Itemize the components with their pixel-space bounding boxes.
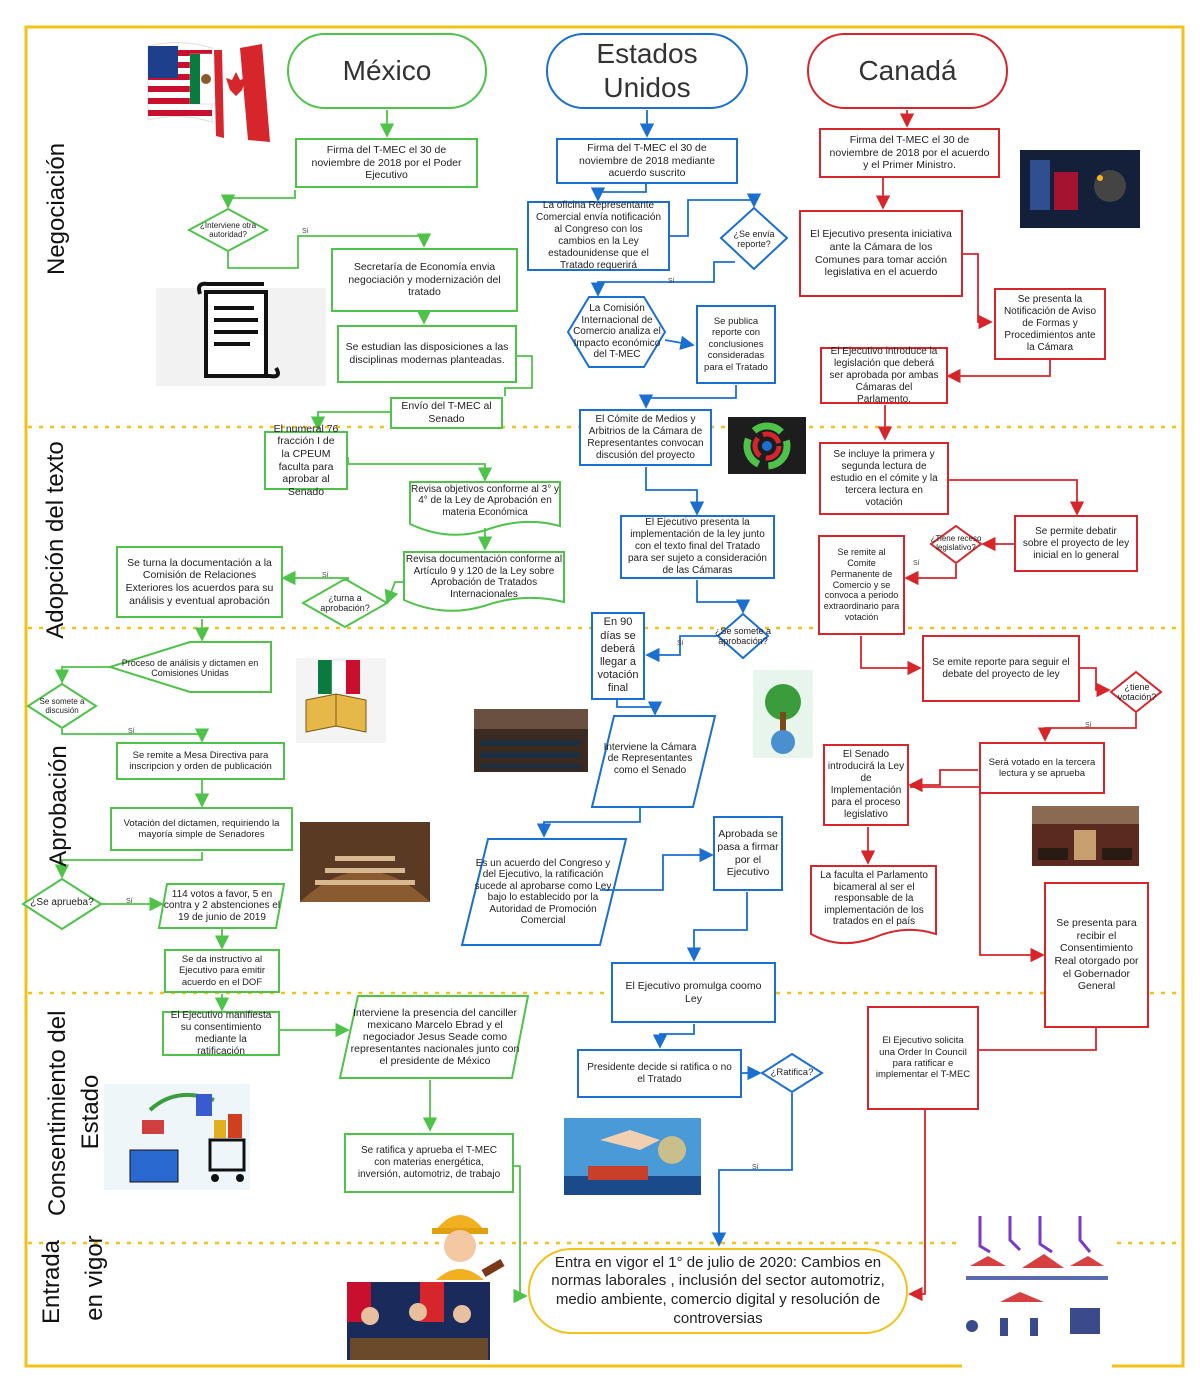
us-ratifica-diamond [760, 1052, 824, 1094]
phase-label-entrada-2: en vigor [81, 1235, 108, 1321]
us-noventa-dias: En 90 días se deberá llegar a votación f… [591, 612, 645, 700]
mx-turna: Se turna la documentación a la Comisión … [116, 546, 283, 618]
mx-manifiesta: El Ejecutivo manifiesta su consentimient… [162, 1010, 280, 1057]
si-label: Sí [677, 640, 684, 647]
ca-debatir: Se permite debatir sobre el proyecto de … [1014, 515, 1138, 572]
mx-revisa-obj-doc [409, 481, 561, 536]
ecommerce-picture [104, 1084, 250, 1190]
us-oficina: La oficina Representante Comercial envía… [527, 200, 670, 271]
column-header-canada: Canadá [807, 33, 1008, 109]
ca-introduce: El Ejecutivo introduce la legislación qu… [820, 346, 948, 405]
ca-reporte: Se emite reporte para seguir el debate d… [922, 635, 1080, 702]
us-envia-diamond [719, 206, 789, 271]
us-firma: Firma del T-MEC el 30 de noviembre de 20… [556, 138, 738, 184]
si-label: Sí [668, 278, 675, 285]
phase-label-aprobacion: Aprobación [45, 745, 72, 867]
mx-secretaria: Secretaría de Economía envia negociación… [331, 248, 518, 312]
signing-picture [347, 1282, 490, 1360]
mx-votos-para [157, 883, 286, 929]
column-header-usa: Estados Unidos [546, 33, 748, 109]
si-label: Sí [752, 1164, 759, 1171]
handshake-picture [564, 1118, 701, 1195]
mx-envio: Envío del T-MEC al Senado [390, 397, 503, 429]
us-acuerdo-para [460, 838, 628, 946]
parliament-picture [1032, 806, 1139, 866]
phase-label-negociacion: Negociación [43, 142, 70, 275]
us-aprobada: Aprobada se pasa a firmar por el Ejecuti… [713, 816, 783, 891]
mx-mesa-directiva: Se remite a Mesa Directiva para inscripc… [116, 742, 285, 780]
outer-frame [24, 25, 1185, 1368]
worker-picture [432, 1215, 505, 1280]
phase-label-entrada-1: Entrada [38, 1239, 65, 1325]
us-somete-diamond [716, 612, 770, 660]
mx-aprueba-diamond [21, 877, 103, 931]
mx-interviene-diamond [186, 207, 270, 253]
us-promulga: El Ejecutivo promulga coomo Ley [611, 962, 776, 1023]
mx-numeral: El numeral 76 fracción I de la CPEUM fac… [264, 423, 348, 498]
mx-votacion: Votación del dictamen, requiriendo la ma… [110, 807, 293, 851]
mx-firma: Firma del T-MEC el 30 de noviembre de 20… [295, 138, 478, 188]
phase-label-consentimiento-2: Estado [77, 1074, 104, 1150]
trade-cycle-picture [728, 417, 806, 474]
ca-senado: El Senado introducirá la Ley de Implemen… [823, 744, 909, 826]
canada-tech-picture [1020, 150, 1140, 228]
automotive-picture [962, 1212, 1112, 1372]
us-interviene-para [590, 715, 717, 808]
us-comision-hex [566, 296, 667, 368]
column-header-mexico: México [287, 33, 487, 109]
si-label: Sí [128, 728, 135, 735]
mx-proceso-hex [106, 641, 272, 693]
mx-revisa-doc-doc [403, 551, 565, 612]
mx-turna-diamond [300, 577, 390, 629]
ca-faculta-doc [810, 865, 937, 945]
si-label: Sí [302, 228, 309, 235]
mx-estudian: Se estudian las disposiciones a las disc… [337, 325, 517, 383]
scroll-picture [156, 281, 326, 386]
phase-label-adopcion: Adopción del texto [42, 441, 69, 639]
constitution-picture [296, 658, 386, 743]
ca-notificacion: Se presenta la Notificación de Aviso de … [994, 288, 1106, 360]
us-comite: El Cómite de Medios y Arbitrios de la Cá… [579, 409, 712, 466]
mx-canciller-para [338, 995, 530, 1079]
ca-order-in-council: El Ejecutivo solicita una Order In Counc… [867, 1006, 979, 1110]
phase-label-consentimiento-1: Consentimiento del [44, 1010, 71, 1216]
us-presidente: Presidente decide si ratifica o no el Tr… [577, 1049, 742, 1098]
us-ejecutivo-presenta: El Ejecutivo presenta la implementación … [620, 515, 775, 579]
senate-picture [300, 822, 430, 902]
ca-receso-diamond [929, 524, 983, 565]
ca-lectura: Se incluye la primera y segunda lectura … [819, 442, 949, 515]
si-label: Sí [913, 560, 920, 567]
ca-consentimiento-real: Se presenta para recibir el Consentimien… [1044, 882, 1149, 1028]
ca-firma: Firma del T-MEC el 30 de noviembre de 20… [819, 128, 1000, 178]
mx-ratifica: Se ratifica y aprueba el T-MEC con mater… [344, 1133, 514, 1193]
ca-tercera-lectura: Será votado en la tercera lectura y se a… [979, 742, 1105, 794]
flags-picture [147, 41, 270, 142]
us-publica-reporte: Se publica reporte con conclusiones cons… [696, 305, 776, 384]
mx-instructivo: Se da instructivo al Ejecutivo para emit… [164, 949, 280, 993]
ca-votacion-diamond [1109, 670, 1163, 714]
si-label: Sí [322, 572, 329, 579]
si-label: Sí [126, 898, 133, 905]
environment-picture [753, 670, 813, 758]
congress-picture [474, 709, 588, 772]
ca-remite: Se remite al Comite Permanente de Comerc… [818, 535, 905, 635]
entrada-en-vigor: Entra en vigor el 1° de julio de 2020: C… [528, 1248, 908, 1334]
ca-ejecutivo-presenta: El Ejecutivo presenta iniciativa ante la… [799, 210, 963, 297]
si-label: Sí [1085, 722, 1092, 729]
mx-somete-diamond [26, 682, 98, 730]
